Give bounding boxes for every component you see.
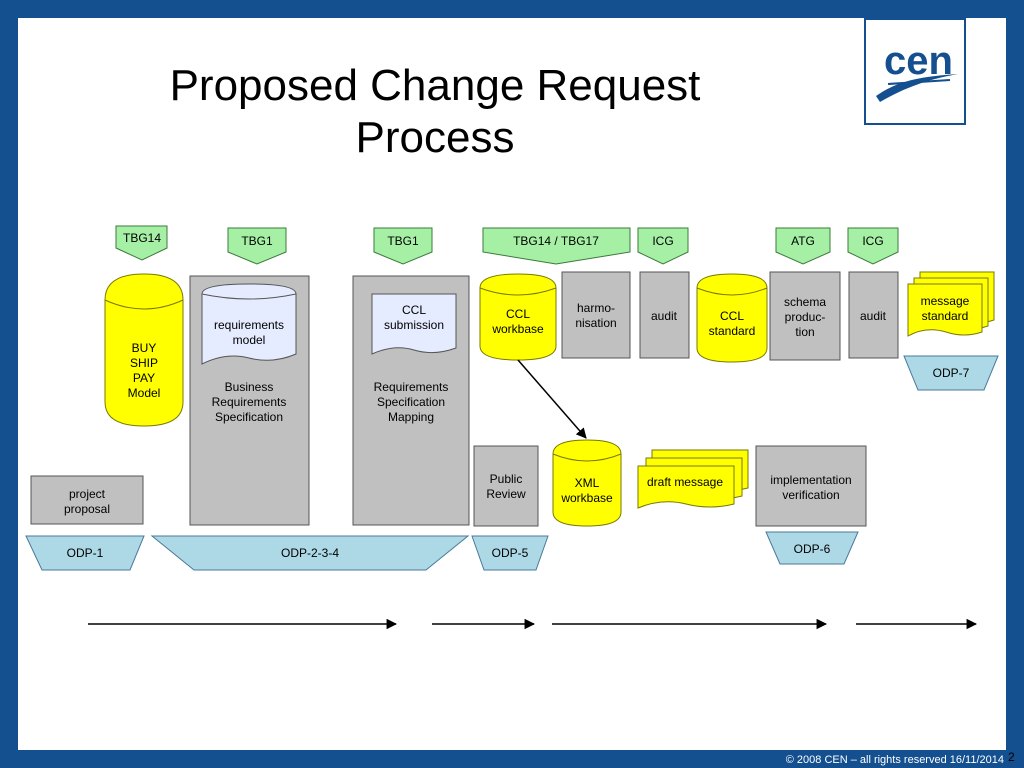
implementation-verification-box: implementation verification [755, 445, 867, 527]
buy-ship-pay-model: BUY SHIP PAY Model [104, 273, 184, 427]
svg-text:workbase: workbase [491, 322, 544, 336]
svg-text:ODP-5: ODP-5 [492, 546, 529, 560]
svg-text:TBG14 / TBG17: TBG14 / TBG17 [513, 234, 599, 248]
audit-box-1: audit [639, 271, 690, 359]
svg-text:draft message: draft message [647, 475, 723, 489]
svg-text:produc-: produc- [785, 310, 826, 324]
svg-text:CCL: CCL [720, 309, 744, 323]
svg-text:BUY: BUY [132, 341, 157, 355]
svg-text:standard: standard [709, 324, 756, 338]
svg-text:audit: audit [651, 309, 678, 323]
odp-6: ODP-6 [765, 531, 859, 565]
slide-title: Proposed Change Request Process [169, 61, 701, 162]
group-atg: ATG [775, 227, 831, 265]
message-standard-docs: message standard [907, 271, 995, 337]
svg-text:CCL: CCL [506, 307, 530, 321]
svg-text:Requirements: Requirements [374, 380, 449, 394]
svg-text:Mapping: Mapping [388, 410, 434, 424]
svg-text:schema: schema [784, 295, 826, 309]
xml-workbase: XML workbase [552, 439, 622, 527]
group-icg-b: ICG [847, 227, 899, 265]
svg-text:Business: Business [225, 380, 274, 394]
svg-text:project: project [69, 487, 106, 501]
svg-text:ODP-1: ODP-1 [67, 546, 104, 560]
svg-text:tion: tion [795, 325, 814, 339]
group-tbg14-tbg17: TBG14 / TBG17 [482, 227, 631, 265]
svg-text:TBG1: TBG1 [387, 234, 419, 248]
odp-2-3-4: ODP-2-3-4 [150, 535, 470, 571]
group-tbg14: TBG14 [115, 225, 168, 261]
svg-text:Specification: Specification [377, 395, 445, 409]
public-review-box: Public Review [473, 445, 539, 527]
svg-text:Requirements: Requirements [212, 395, 287, 409]
harmonisation-box: harmo- nisation [561, 271, 631, 359]
footer-copyright: © 2008 CEN – all rights reserved 16/11/2… [785, 754, 1004, 766]
audit-box-2: audit [848, 271, 899, 359]
svg-text:model: model [233, 333, 266, 347]
svg-text:Review: Review [486, 487, 526, 501]
workbase-arrow [517, 359, 587, 439]
ccl-standard: CCL standard [696, 273, 768, 363]
draft-message-docs: draft message [637, 449, 749, 509]
cen-logo: cen [864, 18, 966, 125]
svg-text:ODP-7: ODP-7 [933, 366, 970, 380]
page-number: 2 [1008, 750, 1015, 764]
svg-text:ATG: ATG [791, 234, 815, 248]
ccl-workbase: CCL workbase [479, 273, 557, 361]
svg-text:Specification: Specification [215, 410, 283, 424]
svg-text:Public: Public [490, 472, 523, 486]
svg-text:TBG1: TBG1 [241, 234, 273, 248]
group-tbg1-a: TBG1 [227, 227, 287, 265]
project-proposal-box: project proposal [30, 475, 144, 525]
svg-text:ODP-2-3-4: ODP-2-3-4 [281, 546, 339, 560]
svg-text:implementation: implementation [770, 473, 851, 487]
svg-text:ICG: ICG [652, 234, 673, 248]
svg-text:message: message [921, 294, 970, 308]
svg-text:SHIP: SHIP [130, 356, 158, 370]
svg-text:harmo-: harmo- [577, 301, 615, 315]
svg-text:XML: XML [575, 476, 600, 490]
svg-text:Model: Model [128, 386, 161, 400]
odp-7: ODP-7 [903, 355, 999, 391]
svg-text:proposal: proposal [64, 502, 110, 516]
odp-1: ODP-1 [25, 535, 145, 571]
svg-text:workbase: workbase [560, 491, 613, 505]
logo-swoosh [876, 74, 958, 102]
svg-text:submission: submission [384, 318, 444, 332]
svg-text:requirements: requirements [214, 318, 284, 332]
group-tbg1-b: TBG1 [373, 227, 433, 265]
svg-text:TBG14: TBG14 [123, 231, 161, 245]
svg-text:CCL: CCL [402, 303, 426, 317]
odp-5: ODP-5 [471, 535, 549, 571]
svg-text:verification: verification [782, 488, 839, 502]
ccl-submission-doc: CCL submission [371, 293, 457, 355]
svg-text:nisation: nisation [575, 316, 616, 330]
svg-text:standard: standard [922, 309, 969, 323]
schema-production-box: schema produc- tion [769, 271, 841, 361]
svg-text:audit: audit [860, 309, 887, 323]
slide: Proposed Change Request Process cen TBG1… [18, 18, 1015, 764]
svg-text:ICG: ICG [862, 234, 883, 248]
group-icg-a: ICG [637, 227, 689, 265]
requirements-model-doc: requirements model [201, 283, 297, 365]
svg-text:PAY: PAY [133, 371, 155, 385]
svg-text:ODP-6: ODP-6 [794, 542, 831, 556]
